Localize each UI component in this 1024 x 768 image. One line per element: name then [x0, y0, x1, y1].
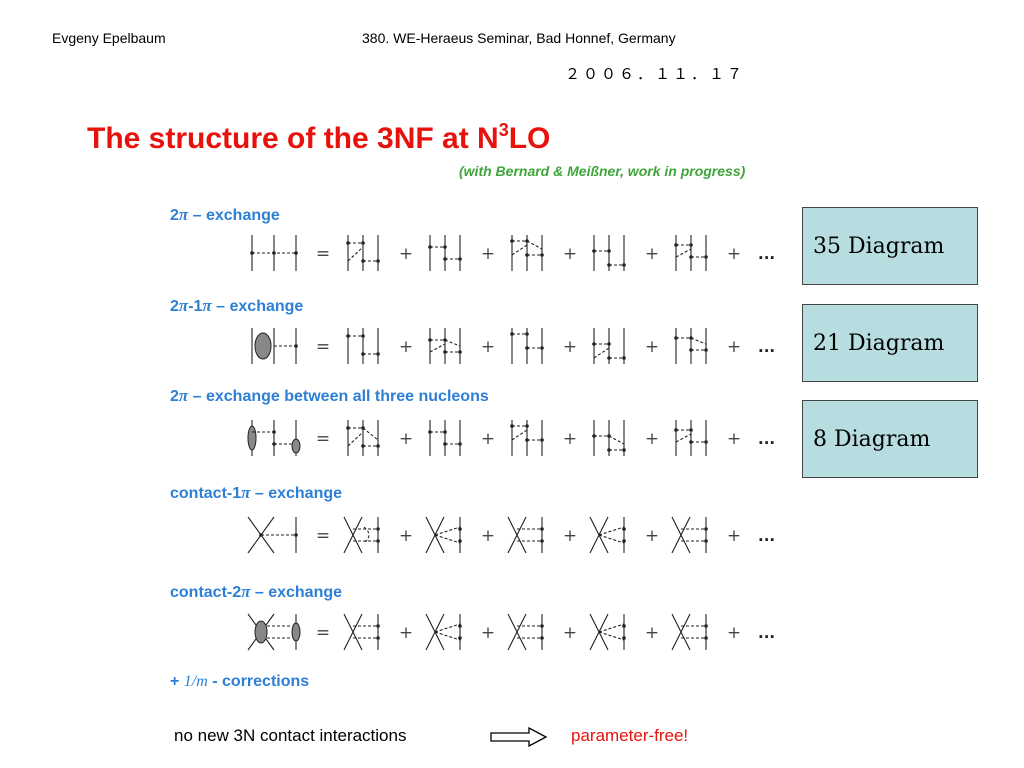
plus-sign: +: [563, 526, 577, 546]
section-label-2pi: 2π – exchange: [170, 205, 280, 224]
ellipsis: ...: [758, 624, 775, 642]
no-contact-interactions-text: no new 3N contact interactions: [174, 726, 407, 745]
plus-sign: +: [727, 244, 741, 264]
section-label-contact-1pi: contact-1π – exchange: [170, 483, 343, 502]
plus-sign: +: [481, 337, 495, 357]
plus-sign: +: [563, 337, 577, 357]
plus-sign: +: [399, 429, 413, 449]
diagram-row-contact-1pi: = + + + + +...: [240, 513, 780, 557]
equals-sign: =: [316, 526, 330, 546]
diagram-count-box-2pi-1pi: 21 Diagram: [802, 304, 978, 382]
plus-sign: +: [645, 429, 659, 449]
ellipsis: ...: [758, 245, 775, 263]
equals-sign: =: [316, 337, 330, 357]
slide-title: The structure of the 3NF at N3LO: [87, 120, 551, 155]
equals-sign: =: [316, 429, 330, 449]
equals-sign: =: [316, 623, 330, 643]
feynman-diagrams-2pi-all-three: = + + + + +...: [247, 420, 775, 456]
plus-sign: +: [727, 623, 741, 643]
implies-arrow-icon: [490, 727, 548, 747]
section-label-2pi-all-three: 2π – exchange between all three nucleons: [170, 386, 489, 405]
section-label-2pi-1pi: 2π-1π – exchange: [170, 296, 304, 315]
slide-subtitle: (with Bernard & Meißner, work in progres…: [459, 163, 746, 179]
section-label-contact-2pi: contact-2π – exchange: [170, 582, 343, 601]
corrections-note: + 1/m - corrections: [170, 673, 310, 690]
feynman-diagrams-2pi-1pi: = + + + + +...: [251, 328, 775, 364]
plus-sign: +: [399, 244, 413, 264]
plus-sign: +: [481, 244, 495, 264]
ellipsis: ...: [758, 338, 775, 356]
date: ２００６．１１．１７: [565, 65, 746, 83]
feynman-diagrams-2pi: = + + + + +...: [250, 235, 775, 271]
plus-sign: +: [481, 526, 495, 546]
author-name: Evgeny Epelbaum: [52, 30, 166, 46]
diagram-count-box-2pi-all-three: 8 Diagram: [802, 400, 978, 478]
plus-sign: +: [727, 429, 741, 449]
diagram-count-box-2pi: 35 Diagram: [802, 207, 978, 285]
plus-sign: +: [645, 337, 659, 357]
ellipsis: ...: [758, 527, 775, 545]
feynman-diagrams-contact-1pi: = + + + + +...: [247, 516, 775, 554]
plus-sign: +: [645, 526, 659, 546]
plus-sign: +: [563, 623, 577, 643]
diagram-row-2pi: = + + + + +...: [240, 231, 780, 275]
plus-sign: +: [645, 623, 659, 643]
plus-sign: +: [563, 244, 577, 264]
plus-sign: +: [399, 526, 413, 546]
parameter-free-text: parameter-free!: [571, 726, 689, 745]
plus-sign: +: [645, 244, 659, 264]
event-name: 380. WE-Heraeus Seminar, Bad Honnef, Ger…: [362, 30, 676, 46]
plus-sign: +: [399, 337, 413, 357]
equals-sign: =: [316, 244, 330, 264]
diagram-row-2pi-all-three: = + + + + +...: [240, 416, 780, 460]
plus-sign: +: [399, 623, 413, 643]
diagram-row-2pi-1pi: = + + + + +...: [240, 324, 780, 368]
diagram-row-contact-2pi: = + + + + +...: [240, 610, 780, 654]
feynman-diagrams-contact-2pi: = + + + + +...: [247, 613, 775, 651]
ellipsis: ...: [758, 430, 775, 448]
plus-sign: +: [481, 623, 495, 643]
plus-sign: +: [727, 337, 741, 357]
plus-sign: +: [481, 429, 495, 449]
plus-sign: +: [727, 526, 741, 546]
plus-sign: +: [563, 429, 577, 449]
